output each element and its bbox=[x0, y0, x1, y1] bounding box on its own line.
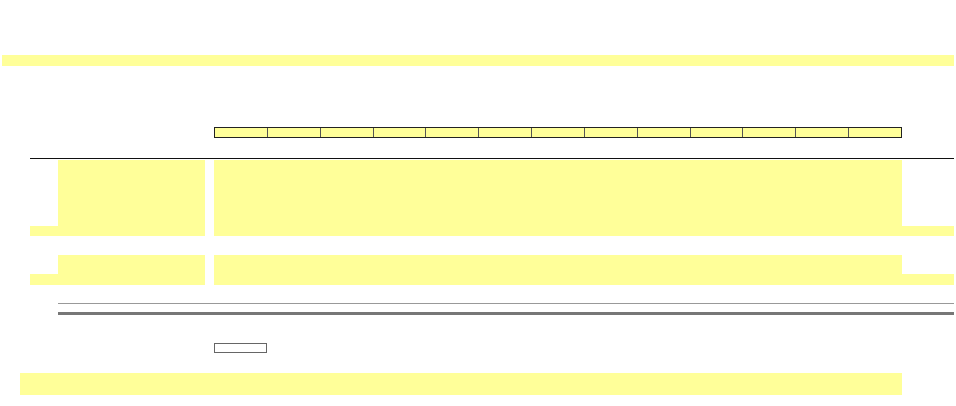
header-cell bbox=[426, 128, 480, 137]
submit-button[interactable] bbox=[214, 343, 267, 353]
header-cell bbox=[690, 128, 744, 137]
row-2-label-extension bbox=[30, 274, 58, 285]
header-cell bbox=[796, 128, 850, 137]
divider bbox=[30, 158, 954, 159]
header-cell bbox=[373, 128, 427, 137]
header-cell bbox=[584, 128, 638, 137]
top-banner bbox=[2, 55, 954, 66]
divider-thin bbox=[58, 303, 954, 304]
header-cell bbox=[532, 128, 585, 137]
header-cell bbox=[479, 128, 533, 137]
footer-band bbox=[20, 373, 902, 395]
row-1-content-extension bbox=[902, 226, 954, 236]
row-2-label-cell bbox=[58, 255, 205, 285]
row-2-content-cell bbox=[214, 255, 902, 285]
header-cell bbox=[215, 128, 268, 137]
header-cell bbox=[743, 128, 797, 137]
header-cell bbox=[267, 128, 321, 137]
row-1-content-cell bbox=[214, 160, 902, 236]
row-1-label-cell bbox=[58, 160, 205, 236]
row-1-label-extension bbox=[30, 226, 58, 236]
divider-thick bbox=[58, 312, 954, 315]
header-cell bbox=[320, 128, 374, 137]
row-2-content-extension bbox=[902, 274, 954, 285]
header-row bbox=[214, 127, 902, 138]
header-cell bbox=[849, 128, 901, 137]
header-cell bbox=[637, 128, 691, 137]
